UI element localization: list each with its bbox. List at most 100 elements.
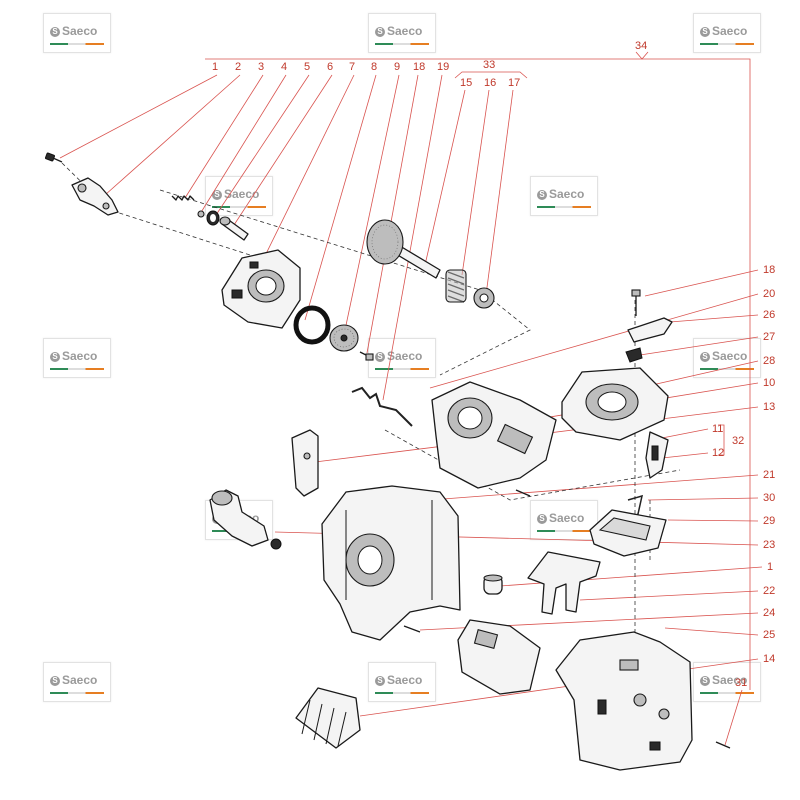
saeco-logo-icon: S [50, 351, 60, 362]
saeco-logo-icon: S [212, 189, 222, 200]
callout-r-22: 22 [763, 585, 775, 597]
part-plate-13 [291, 429, 319, 497]
leader-1 [59, 74, 218, 159]
leader-r-29 [667, 519, 759, 522]
saeco-logo-icon: S [375, 351, 385, 362]
part-filter-disk-9 [329, 324, 359, 352]
part-spring-3 [171, 195, 195, 201]
part-piston-housing-7 [221, 249, 301, 329]
leader-18 [366, 74, 419, 354]
callout-r-14: 14 [763, 653, 775, 665]
leader-r-14 [359, 658, 759, 717]
callout-r-13: 13 [763, 401, 775, 413]
assembly-axis-top [159, 189, 531, 376]
leader-5 [213, 74, 310, 219]
callout-r-26: 26 [763, 309, 775, 321]
part-fork-23 [527, 551, 601, 615]
leader-r-22 [579, 590, 759, 601]
callout-5: 5 [304, 61, 310, 73]
part-screw-1 [44, 152, 63, 163]
leader-17 [485, 89, 514, 296]
leader-r-11 [661, 428, 709, 439]
callout-19: 19 [437, 61, 449, 73]
callout-r-24: 24 [763, 607, 775, 619]
leader-15 [424, 89, 466, 266]
callout-r-20: 20 [763, 288, 775, 300]
part-ring-17 [473, 287, 495, 309]
saeco-logo-icon: S [375, 675, 385, 686]
callout-8: 8 [371, 61, 377, 73]
callout-34: 34 [635, 40, 647, 52]
leader-3 [184, 74, 264, 199]
callout-r-12: 12 [712, 447, 724, 459]
saeco-logo-icon: S [537, 513, 547, 524]
leader-8 [304, 74, 377, 321]
part-cassette-14 [295, 687, 361, 749]
leader-r-12 [661, 452, 709, 459]
callout-r-11: 11 [712, 423, 723, 435]
callout-6: 6 [327, 61, 333, 73]
part-bracket-2 [71, 177, 119, 216]
leader-r-31 [724, 689, 743, 746]
callout-18: 18 [413, 61, 425, 73]
part-lower-block-25 [457, 619, 541, 695]
bracket-33 [454, 71, 528, 79]
assembly-axis-left [61, 162, 251, 256]
part-screw-24 [403, 625, 421, 633]
bracket-34-notch [635, 51, 649, 60]
part-pin-6 [219, 216, 249, 241]
callout-r-1: 1 [767, 561, 773, 573]
callout-r-21: 21 [763, 469, 775, 481]
leader-r-25 [664, 627, 759, 636]
leader-4 [199, 74, 287, 215]
part-catch-11-12 [645, 431, 669, 479]
saeco-logo-icon: S [375, 26, 385, 37]
saeco-logo-icon: S [50, 675, 60, 686]
callout-r-30: 30 [763, 492, 775, 504]
leader-7 [261, 74, 355, 263]
part-wire-19 [351, 386, 413, 427]
bracket-34 [205, 58, 751, 690]
callout-4: 4 [281, 61, 287, 73]
bracket-32 [718, 424, 725, 456]
leader-r-21 [429, 474, 759, 501]
callout-33: 33 [483, 59, 495, 71]
saeco-logo-icon: S [700, 26, 710, 37]
saeco-logo-icon: S [700, 675, 710, 686]
leader-r-26 [669, 314, 759, 323]
leader-6 [233, 74, 333, 226]
part-screw-18a [359, 351, 374, 361]
leader-r-30 [647, 497, 759, 501]
part-washer-4 [197, 210, 205, 218]
leader-9 [344, 74, 400, 331]
callout-9: 9 [394, 61, 400, 73]
callout-17: 17 [508, 77, 520, 89]
part-screw-18b [631, 289, 641, 316]
callout-15: 15 [460, 77, 472, 89]
callout-r-28: 28 [763, 355, 775, 367]
part-oring-5 [206, 210, 220, 226]
assembly-axis-middle [384, 429, 681, 501]
callout-2: 2 [235, 61, 241, 73]
callout-r-31: 31 [735, 677, 747, 689]
leader-r-27 [639, 336, 759, 356]
leader-2 [104, 74, 241, 196]
part-shower-plate-15 [366, 219, 441, 279]
callout-r-10: 10 [763, 377, 775, 389]
part-main-frame-22 [321, 485, 461, 641]
saeco-logo-icon: S [50, 26, 60, 37]
part-spring-16 [445, 269, 467, 303]
callout-r-32: 32 [732, 435, 744, 447]
leader-19 [382, 74, 443, 401]
part-bushing-1 [483, 574, 503, 595]
saeco-logo-icon: S [537, 189, 547, 200]
